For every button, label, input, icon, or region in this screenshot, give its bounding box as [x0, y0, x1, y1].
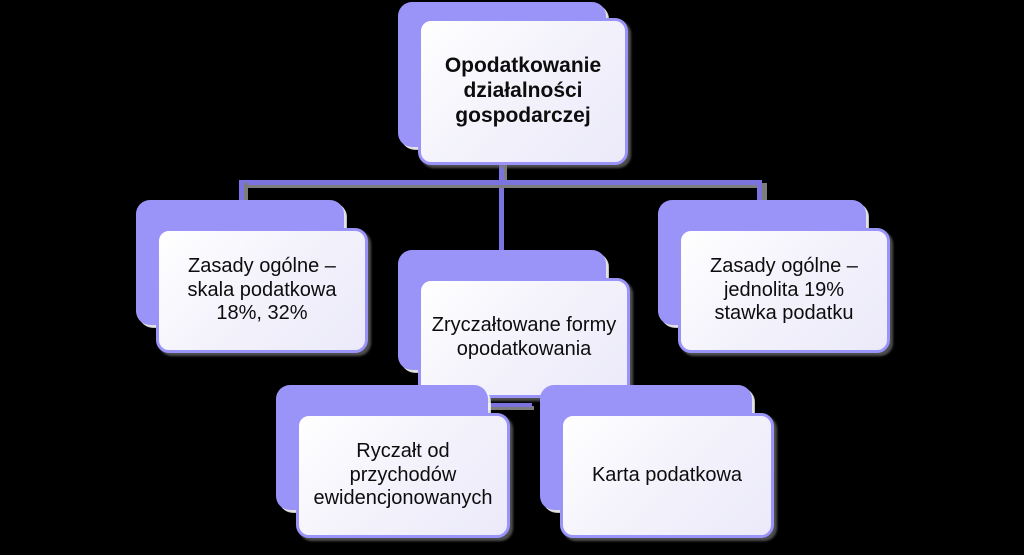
node-zryczaltowane-formy[interactable]: Zryczałtowane formy opodatkowania: [398, 250, 630, 398]
node-ryczalt-przychody-label: Ryczałt od przychodów ewidencjonowanych: [313, 440, 493, 510]
connector-shadow-level1-bus: [243, 183, 761, 188]
node-ryczalt-przychody[interactable]: Ryczałt od przychodów ewidencjonowanych: [276, 385, 510, 538]
node-zasady-ogolne-skala-label: Zasady ogólne – skala podatkowa 18%, 32%: [187, 255, 337, 325]
node-karta-podatkowa[interactable]: Karta podatkowa: [540, 385, 774, 538]
connector-shadow-right-drop: [762, 183, 767, 203]
node-karta-podatkowa-label: Karta podatkowa: [591, 463, 743, 486]
node-zasady-ogolne-jednolita-label: Zasady ogólne – jednolita 19% stawka pod…: [710, 255, 858, 325]
node-zasady-ogolne-skala[interactable]: Zasady ogólne – skala podatkowa 18%, 32%: [136, 200, 368, 353]
node-zasady-ogolne-skala-front-panel[interactable]: Zasady ogólne – skala podatkowa 18%, 32%: [156, 228, 368, 353]
node-karta-podatkowa-front-panel[interactable]: Karta podatkowa: [560, 413, 774, 538]
connector-level1-bus: [239, 180, 762, 185]
node-zasady-ogolne-jednolita[interactable]: Zasady ogólne – jednolita 19% stawka pod…: [658, 200, 890, 353]
node-root[interactable]: Opodatkowanie działalności gospodarczej: [398, 2, 628, 165]
connector-root-stem: [499, 162, 504, 252]
connector-shadow-root-stem: [502, 165, 507, 185]
node-zryczaltowane-formy-label: Zryczałtowane formy opodatkowania: [431, 314, 617, 360]
node-zasady-ogolne-jednolita-front-panel[interactable]: Zasady ogólne – jednolita 19% stawka pod…: [678, 228, 890, 353]
connector-right-drop: [757, 180, 762, 202]
node-ryczalt-przychody-front-panel[interactable]: Ryczałt od przychodów ewidencjonowanych: [296, 413, 510, 538]
node-root-label: Opodatkowanie działalności gospodarczej: [444, 54, 602, 127]
connector-level2-bus: [470, 403, 532, 407]
node-root-front-panel[interactable]: Opodatkowanie działalności gospodarczej: [418, 18, 628, 165]
connector-shadow-level2-bus: [474, 406, 534, 410]
connector-shadow-left-drop: [243, 183, 248, 203]
node-zryczaltowane-formy-front-panel[interactable]: Zryczałtowane formy opodatkowania: [418, 278, 630, 398]
connector-left-drop: [239, 180, 244, 202]
